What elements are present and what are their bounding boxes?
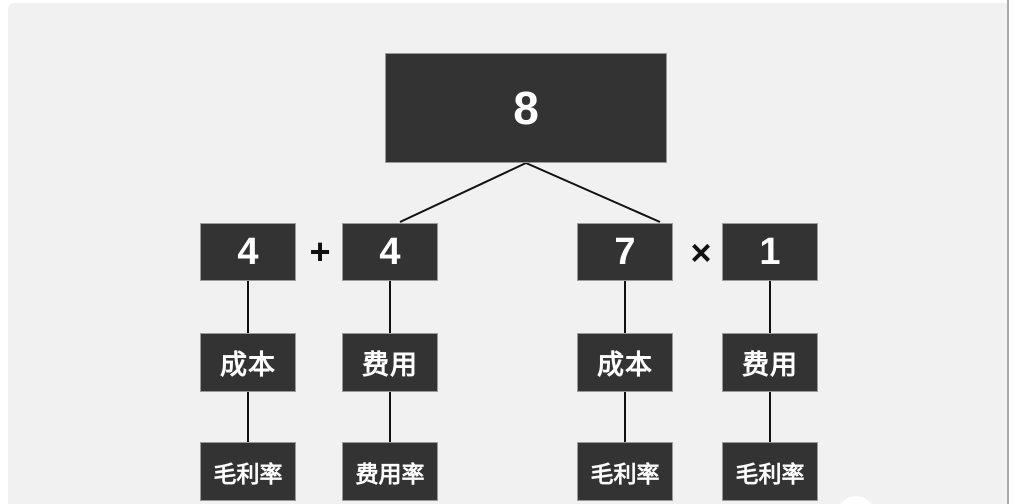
node-col3-value: 7 <box>577 223 673 281</box>
node-col4-category: 费用 <box>722 333 818 392</box>
plus-operator: + <box>309 231 331 272</box>
scrollbar[interactable] <box>1007 0 1009 504</box>
node-col1-category: 成本 <box>200 333 296 392</box>
node-root: 8 <box>385 53 667 163</box>
node-col2-metric: 费用率 <box>342 442 438 501</box>
node-col1-metric: 毛利率 <box>200 442 296 501</box>
node-col3-category: 成本 <box>577 333 673 392</box>
node-col4-value: 1 <box>722 223 818 281</box>
node-col1-value: 4 <box>200 223 296 281</box>
node-col4-metric: 毛利率 <box>722 442 818 501</box>
bottom-overlay-circle <box>838 496 874 504</box>
node-col2-value: 4 <box>342 223 438 281</box>
node-col2-category: 费用 <box>342 333 438 392</box>
node-col3-metric: 毛利率 <box>577 442 673 501</box>
multiply-operator: × <box>690 232 712 273</box>
